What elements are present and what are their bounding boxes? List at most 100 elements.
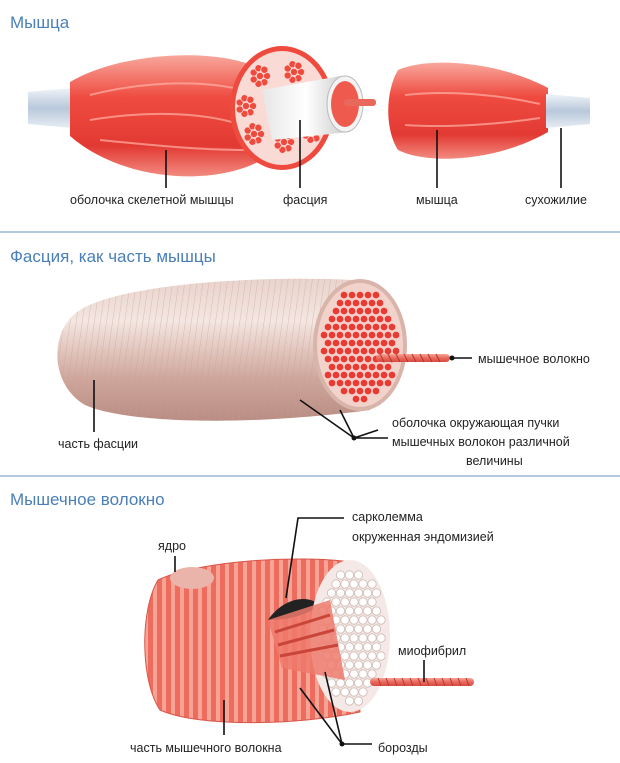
cell-dot xyxy=(339,306,349,316)
cell-dot xyxy=(375,346,385,356)
cell-dot xyxy=(340,579,350,589)
cell-dot xyxy=(331,370,341,380)
cell-dot xyxy=(383,346,393,356)
cell-dot xyxy=(375,330,385,340)
cell-dot xyxy=(355,322,365,332)
cell-dot xyxy=(347,322,357,332)
fiber-strand xyxy=(344,99,376,106)
cell-dot xyxy=(383,378,393,388)
cell-dot xyxy=(347,290,357,300)
cell-dot xyxy=(367,633,377,643)
cell-dot xyxy=(371,290,381,300)
label-muscle-sheath: оболочка скелетной мышцы xyxy=(70,193,234,207)
cell-dot xyxy=(335,588,346,598)
cell-dot xyxy=(344,678,355,688)
cell-dot xyxy=(343,346,353,356)
section-title-muscle: Мышца xyxy=(10,13,70,32)
cell-dot xyxy=(353,642,364,652)
tendon-left xyxy=(28,88,72,128)
label-myofibril: миофибрил xyxy=(398,644,466,658)
cell-dot xyxy=(331,687,341,697)
cell-dot xyxy=(375,314,385,324)
cell-dot xyxy=(353,588,364,598)
cell-dot xyxy=(387,338,397,348)
cell-dot xyxy=(355,354,365,364)
cell-dot xyxy=(363,386,373,396)
cell-dot xyxy=(343,314,353,324)
label-fascia-part: часть фасции xyxy=(58,437,138,451)
cell-dot xyxy=(241,102,250,111)
cell-dot xyxy=(344,624,355,634)
cell-dot xyxy=(363,338,373,348)
fascicle-cross-section xyxy=(319,290,401,404)
label-grooves: борозды xyxy=(378,741,428,755)
cell-dot xyxy=(343,298,353,308)
cell-dot xyxy=(367,298,377,308)
cell-dot xyxy=(371,322,381,332)
cell-dot xyxy=(367,330,377,340)
cell-dot xyxy=(339,370,349,380)
cell-dot xyxy=(351,298,361,308)
cell-dot xyxy=(331,338,341,348)
cell-dot xyxy=(353,624,364,634)
cell-dot xyxy=(289,68,298,77)
cell-dot xyxy=(343,330,353,340)
cell-dot xyxy=(343,378,353,388)
whole-muscle-right xyxy=(388,62,590,159)
label-muscle: мышца xyxy=(416,193,458,207)
cell-dot xyxy=(279,137,288,146)
label-sarcolemma-line1: сарколемма xyxy=(352,510,423,524)
cell-dot xyxy=(358,633,368,643)
cell-dot xyxy=(371,338,381,348)
cell-dot xyxy=(358,579,368,589)
nucleus-shape xyxy=(170,567,214,589)
cell-dot xyxy=(375,378,385,388)
label-fascia: фасция xyxy=(283,193,327,207)
cell-dot xyxy=(327,314,337,324)
cell-dot xyxy=(359,346,369,356)
cell-dot xyxy=(331,597,341,607)
cell-dot xyxy=(340,615,350,625)
cell-dot xyxy=(376,615,386,625)
cell-dot xyxy=(367,651,377,661)
cell-dot xyxy=(344,696,355,706)
cell-dot xyxy=(331,306,341,316)
cell-dot xyxy=(367,597,377,607)
cell-dot xyxy=(367,362,377,372)
cell-dot xyxy=(353,606,364,616)
cell-dot xyxy=(327,378,337,388)
cell-dot xyxy=(371,386,381,396)
label-sarcolemma-line2: окруженная эндомизией xyxy=(352,530,494,544)
cell-dot xyxy=(335,570,346,580)
cell-dot xyxy=(319,330,329,340)
cell-dot xyxy=(367,579,377,589)
cell-dot xyxy=(249,129,258,138)
cell-dot xyxy=(254,123,263,132)
cell-dot xyxy=(349,633,359,643)
cell-dot xyxy=(327,346,337,356)
cell-dot xyxy=(339,386,349,396)
fascia-cylinder xyxy=(262,76,350,140)
cell-dot xyxy=(343,362,353,372)
cell-dot xyxy=(387,370,397,380)
cell-dot xyxy=(347,338,357,348)
cell-dot xyxy=(379,338,389,348)
cell-dot xyxy=(355,290,365,300)
cell-dot xyxy=(371,306,381,316)
cell-dot xyxy=(349,597,359,607)
cell-dot xyxy=(383,314,393,324)
cell-dot xyxy=(367,346,377,356)
cell-dot xyxy=(327,362,337,372)
cell-dot xyxy=(358,669,368,679)
cell-dot xyxy=(376,633,386,643)
label-bundle-sheath-line1: оболочка окружающая пучки xyxy=(392,416,559,430)
cell-dot xyxy=(355,338,365,348)
cell-dot xyxy=(376,651,386,661)
cell-dot xyxy=(358,597,368,607)
cell-dot xyxy=(339,322,349,332)
cell-dot xyxy=(294,61,303,70)
cell-dot xyxy=(347,386,357,396)
cell-dot xyxy=(362,606,373,616)
cell-dot xyxy=(391,346,401,356)
